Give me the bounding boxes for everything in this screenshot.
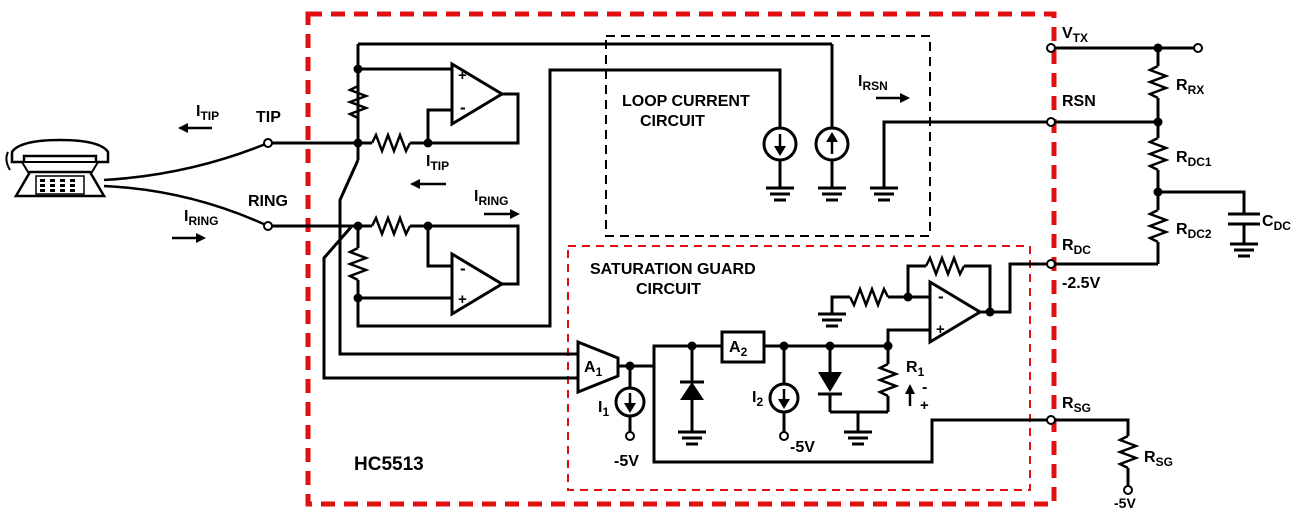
cdc-capacitor xyxy=(1158,190,1260,258)
svg-text:I2: I2 xyxy=(752,389,763,409)
svg-text:+: + xyxy=(458,291,467,308)
tip-label: TIP xyxy=(256,109,281,126)
irsn-arrow xyxy=(876,93,910,103)
rdc-label: RDC xyxy=(1062,237,1091,257)
ring-sense-resistor xyxy=(358,214,428,238)
rsg-supply-label: -5V xyxy=(1114,495,1136,508)
svg-text:CDC: CDC xyxy=(1262,213,1291,233)
guard-feedback-resistor xyxy=(906,254,992,312)
vtx-label: VTX xyxy=(1062,25,1088,45)
tip-feedback-resistor xyxy=(346,69,370,143)
svg-text:-: - xyxy=(460,98,466,117)
itip-inner-label: ITIP xyxy=(426,153,449,173)
i2-current-source xyxy=(768,346,800,441)
rsg-label: RSG xyxy=(1062,395,1091,415)
itip-left-label: ITIP xyxy=(196,103,219,123)
cdc-label: CDC xyxy=(1262,213,1291,233)
a1-amplifier: A1 xyxy=(576,339,620,395)
loop-current-circuit-box xyxy=(605,35,931,237)
saturation-guard-circuit-box xyxy=(567,245,1031,491)
iring-inner-arrow xyxy=(484,209,520,219)
clamp-diode xyxy=(678,346,706,446)
rsg-ext-label: RSG xyxy=(1144,449,1173,469)
i2-label: I2 xyxy=(752,389,763,409)
itip-inner-arrow xyxy=(410,179,446,189)
vtx-terminal xyxy=(1046,43,1056,53)
itip-left-arrow xyxy=(178,123,212,133)
rdc-terminal xyxy=(1046,259,1056,269)
ring-terminal xyxy=(263,221,273,231)
guard-op-amp: - + xyxy=(928,279,983,345)
guard-input-resistor xyxy=(818,285,908,328)
loop-current-title-2: CIRCUIT xyxy=(640,113,705,130)
svg-text:-: - xyxy=(460,259,466,278)
svg-text:R1: R1 xyxy=(906,359,925,379)
svg-text:+: + xyxy=(936,321,945,338)
ring-line-cable xyxy=(103,184,269,228)
rrx-label: RRX xyxy=(1176,77,1204,97)
svg-text:RDC1: RDC1 xyxy=(1176,149,1212,169)
i1-supply-label: -5V xyxy=(614,453,639,470)
tip-line-cable xyxy=(103,141,269,182)
r1-label: R1 xyxy=(906,359,925,379)
ring-label: RING xyxy=(248,193,288,210)
svg-text:IRSN: IRSN xyxy=(858,73,888,93)
svg-text:RDC2: RDC2 xyxy=(1176,221,1212,241)
svg-text:RRX: RRX xyxy=(1176,77,1204,97)
ring-feedback-resistor xyxy=(346,226,370,298)
rdc1-resistor xyxy=(1146,122,1170,192)
i1-label: I1 xyxy=(598,399,609,419)
svg-text:A2: A2 xyxy=(729,339,748,359)
r1-minus-sign: - xyxy=(922,379,927,396)
loop-current-source xyxy=(814,126,850,202)
svg-text:I1: I1 xyxy=(598,399,609,419)
r1-plus-sign: + xyxy=(920,397,929,414)
rsg-terminal xyxy=(1046,415,1056,425)
i2-supply-label: -5V xyxy=(790,439,815,456)
rdc-voltage-label: -2.5V xyxy=(1062,275,1101,292)
svg-text:ITIP: ITIP xyxy=(426,153,449,173)
iring-left-label: IRING xyxy=(184,208,218,228)
vtx-external-terminal xyxy=(1193,43,1203,53)
loop-current-sink xyxy=(762,126,798,202)
svg-text:+: + xyxy=(458,67,467,84)
irsn-label: IRSN xyxy=(858,73,888,93)
saturation-guard-title-1: SATURATION GUARD xyxy=(590,261,756,278)
svg-text:A1: A1 xyxy=(584,359,603,379)
ring-op-amp: - + xyxy=(450,251,505,317)
svg-text:IRING: IRING xyxy=(474,188,508,208)
sense-diode xyxy=(818,346,842,412)
svg-text:ITIP: ITIP xyxy=(196,103,219,123)
tip-op-amp: + - xyxy=(450,61,505,127)
rsg-resistor xyxy=(1116,434,1140,495)
tip-terminal xyxy=(263,138,273,148)
rdc1-label: RDC1 xyxy=(1176,149,1212,169)
svg-text:VTX: VTX xyxy=(1062,25,1088,45)
telephone-icon xyxy=(5,138,110,198)
svg-text:RSG: RSG xyxy=(1144,449,1173,469)
hc5513-chip-boundary xyxy=(305,11,1057,507)
svg-text:-: - xyxy=(938,287,944,306)
loop-current-title-1: LOOP CURRENT xyxy=(622,93,750,110)
svg-text:RDC: RDC xyxy=(1062,237,1091,257)
rsn-label: RSN xyxy=(1062,93,1096,110)
i1-current-source xyxy=(614,366,646,441)
iring-inner-label: IRING xyxy=(474,188,508,208)
r1-voltage-arrow xyxy=(905,384,915,406)
iring-left-arrow xyxy=(172,233,206,243)
r1-resistor xyxy=(876,346,900,412)
a2-amplifier: A2 xyxy=(720,330,766,364)
svg-text:IRING: IRING xyxy=(184,208,218,228)
svg-text:RSG: RSG xyxy=(1062,395,1091,415)
chip-name: HC5513 xyxy=(354,454,424,475)
rsn-terminal xyxy=(1046,117,1056,127)
tip-sense-resistor xyxy=(358,131,428,155)
rrx-resistor xyxy=(1146,48,1170,122)
rdc2-resistor xyxy=(1146,192,1170,264)
saturation-guard-title-2: CIRCUIT xyxy=(636,281,701,298)
rdc2-label: RDC2 xyxy=(1176,221,1212,241)
